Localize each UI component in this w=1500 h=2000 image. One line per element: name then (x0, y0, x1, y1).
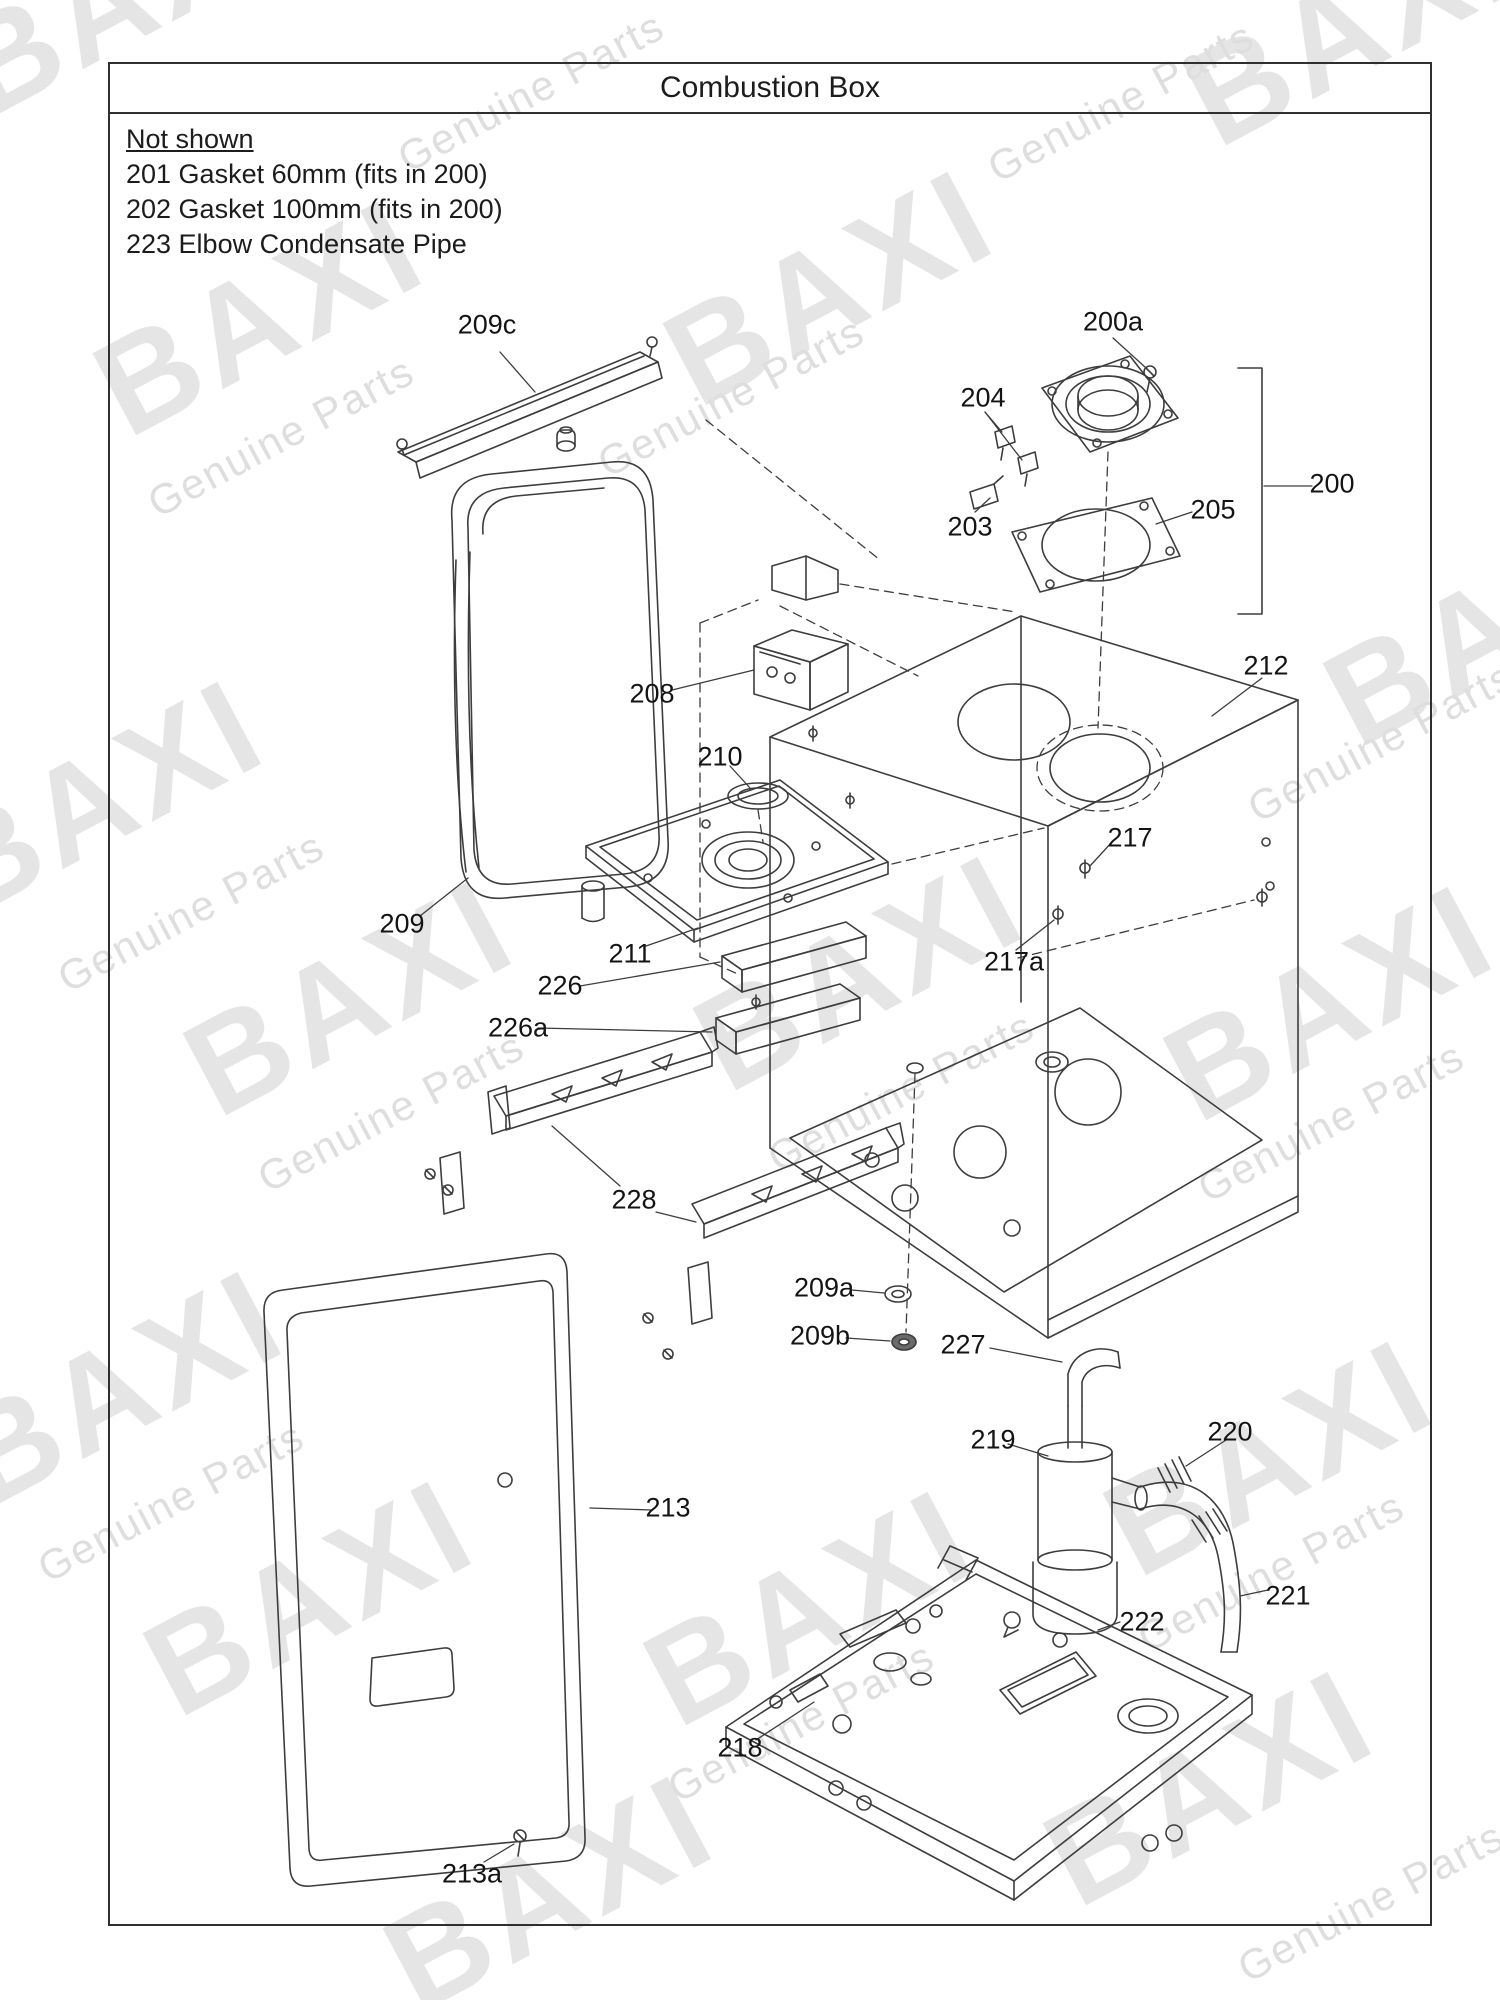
construction-lines (699, 419, 1255, 1333)
part-227-pipe (1067, 1348, 1119, 1407)
part-226-insulation-strips (715, 921, 867, 1055)
part-label-204: 204 (960, 382, 1006, 413)
part-label-222: 222 (1119, 1606, 1165, 1637)
group-bracket-200 (1237, 367, 1263, 615)
part-208-ignition-unit (753, 555, 849, 711)
part-label-208: 208 (629, 678, 675, 709)
part-label-200: 200 (1309, 468, 1355, 499)
part-label-227: 227 (940, 1329, 986, 1360)
part-222-cup (1032, 1561, 1118, 1635)
part-211-burner-plate (581, 779, 889, 943)
not-shown-item: 223 Elbow Condensate Pipe (126, 229, 467, 259)
part-label-218: 218 (717, 1732, 763, 1763)
part-label-213a: 213a (441, 1858, 503, 1889)
part-209-expansion-vessel (450, 426, 669, 900)
part-212-combustion-box (769, 615, 1299, 1339)
part-label-226: 226 (537, 970, 583, 1001)
part-label-209c: 209c (457, 309, 517, 340)
part-204-clip (994, 425, 1016, 461)
part-label-210: 210 (697, 741, 743, 772)
part-label-209b: 209b (789, 1320, 851, 1351)
part-219-condensate-trap (1032, 1348, 1148, 1635)
part-209a-washer (884, 1062, 924, 1303)
part-label-217: 217 (1107, 822, 1153, 853)
part-label-212: 212 (1243, 650, 1289, 681)
part-label-219: 219 (970, 1424, 1016, 1455)
not-shown-note: Not shown 201 Gasket 60mm (fits in 200) … (126, 122, 503, 262)
part-label-209: 209 (379, 908, 425, 939)
part-213-front-panel (263, 1252, 586, 1887)
part-213a-screw (513, 1829, 527, 1857)
page-title: Combustion Box (110, 64, 1430, 114)
diagram-frame: Combustion Box Not shown 201 Gasket 60mm… (108, 62, 1432, 1926)
part-label-205: 205 (1190, 494, 1236, 525)
part-228-brackets (424, 1026, 905, 1360)
part-label-213: 213 (645, 1492, 691, 1523)
part-218-bottom-tray (725, 1545, 1253, 1901)
part-label-221: 221 (1265, 1580, 1311, 1611)
not-shown-heading: Not shown (126, 124, 254, 154)
part-label-226a: 226a (487, 1012, 549, 1043)
part-label-211: 211 (608, 938, 652, 969)
part-209b-grommet (891, 1333, 917, 1351)
part-221-hose (1139, 1456, 1242, 1653)
not-shown-item: 202 Gasket 100mm (fits in 200) (126, 194, 503, 224)
part-220-clamps (1157, 1456, 1228, 1543)
not-shown-item: 201 Gasket 60mm (fits in 200) (126, 159, 488, 189)
leader-lines (419, 337, 1313, 1863)
part-label-209a: 209a (793, 1272, 855, 1303)
part-227-pipe (1081, 1364, 1121, 1407)
part-label-203: 203 (947, 511, 993, 542)
part-203-bracket (969, 475, 1004, 510)
part-204-clip (1017, 451, 1039, 487)
part-222-cup (1037, 1549, 1113, 1571)
part-label-200a: 200a (1082, 306, 1144, 337)
part-200-flue-assembly (969, 355, 1263, 615)
part-label-228: 228 (611, 1184, 657, 1215)
part-label-220: 220 (1207, 1416, 1253, 1447)
part-209c-rail (396, 336, 663, 479)
part-label-217a: 217a (983, 946, 1045, 977)
